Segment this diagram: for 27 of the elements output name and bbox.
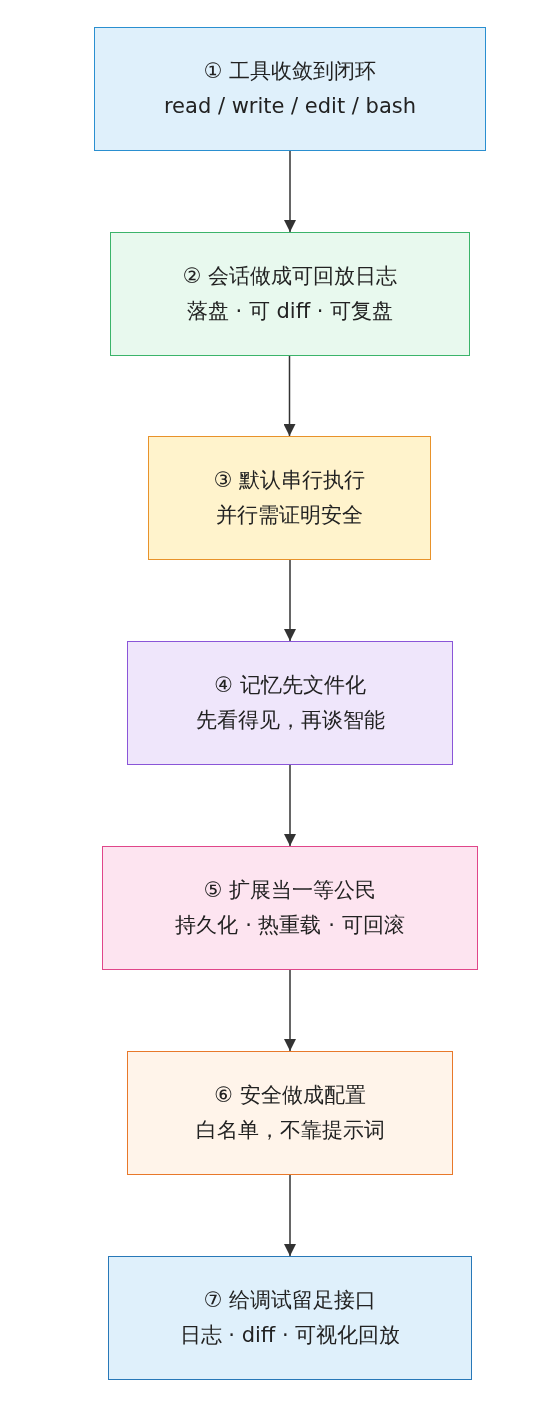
step-description: 并行需证明安全 [216, 502, 363, 529]
step-description: 先看得见，再谈智能 [195, 707, 385, 734]
step-description: 日志 · diff · 可视化回放 [179, 1322, 401, 1349]
arrow [284, 1174, 296, 1257]
step-title: ③ 默认串行执行 [213, 466, 366, 494]
step-title: ④ 记忆先文件化 [214, 671, 366, 699]
process-box [102, 846, 478, 970]
step-description: 落盘 · 可 diff · 可复盘 [186, 298, 394, 325]
arrow [284, 559, 296, 642]
step-title: ⑤ 扩展当一等公民 [203, 876, 377, 904]
step-title: ① 工具收敛到闭环 [203, 57, 377, 85]
step-title: ⑥ 安全做成配置 [214, 1081, 366, 1109]
arrow [284, 969, 296, 1052]
process-box [110, 232, 470, 356]
step-title: ⑦ 给调试留足接口 [203, 1286, 377, 1314]
process-box [108, 1256, 472, 1380]
arrow [283, 355, 296, 437]
step-description: read / write / edit / bash [163, 93, 417, 120]
arrow [284, 150, 296, 233]
step-description: 持久化 · 热重载 · 可回滚 [175, 912, 405, 939]
process-box [127, 641, 453, 765]
process-box [148, 436, 431, 560]
step-title: ② 会话做成可回放日志 [182, 262, 398, 290]
process-box [94, 27, 486, 151]
arrow [284, 764, 296, 847]
process-box [127, 1051, 453, 1175]
step-description: 白名单，不靠提示词 [195, 1117, 385, 1144]
